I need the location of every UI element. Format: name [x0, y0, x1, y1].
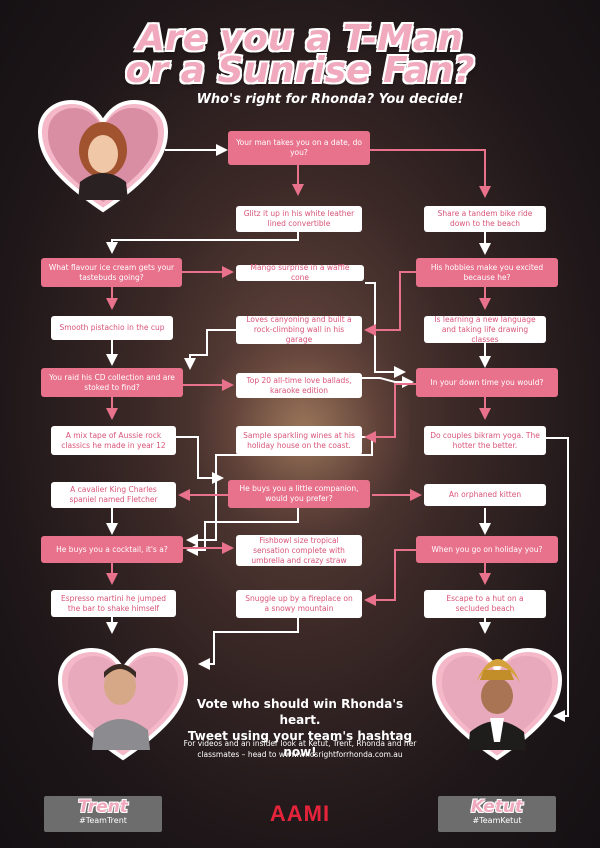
arrow-snuggle-trent: [198, 618, 299, 670]
aami-logo: AAMI: [269, 801, 331, 826]
arrow-start-tandem: [370, 149, 491, 198]
node-mixtape: A mix tape of Aussie rock classics he ma…: [51, 426, 176, 455]
node-cavalier: A cavalier King Charles spaniel named Fl…: [51, 482, 176, 508]
node-fishbowl: Fishbowl size tropical sensation complet…: [236, 535, 362, 566]
rhonda-heart: [37, 99, 169, 213]
arrow-companion-cocktail: [186, 508, 299, 556]
trent-hashtag: #TeamTrent: [79, 816, 127, 825]
node-tandem: Share a tandem bike ride down to the bea…: [424, 206, 546, 232]
vote-subtext: For videos and an insider look at Ketut,…: [183, 739, 417, 759]
node-companion: He buys you a little companion, would yo…: [228, 480, 370, 508]
node-kitten: An orphaned kitten: [424, 484, 546, 506]
arrow-top20-downtime: [362, 376, 414, 388]
ketut-namebox: Ketut #TeamKetut: [438, 796, 556, 832]
ketut-heart: [431, 647, 563, 761]
arrow-mixtape-companion: [176, 436, 224, 484]
arrow-glitz-icecream: [106, 230, 299, 254]
node-holiday: When you go on holiday you?: [416, 536, 558, 563]
node-hut: Escape to a hut on a secluded beach: [424, 590, 546, 618]
node-hobbies: His hobbies make you excited because he?: [416, 258, 558, 287]
node-yoga: Do couples bikram yoga. The hotter the b…: [424, 426, 546, 455]
node-cd: You raid his CD collection and are stoke…: [41, 368, 183, 397]
node-start: Your man takes you on a date, do you?: [228, 131, 370, 165]
node-pistachio: Smooth pistachio in the cup: [51, 316, 173, 340]
node-canyoning: Loves canyoning and built a rock-climbin…: [236, 315, 362, 344]
arrow-canyoning-cd: [184, 329, 236, 370]
node-glitz: Glitz it up in his white leather lined c…: [236, 206, 362, 232]
arrow-holiday-snuggle: [364, 549, 416, 606]
title-line-2: or a Sunrise Fan?: [125, 50, 475, 91]
title-line-1: Are you a T-Man: [137, 18, 463, 59]
arrow-downtime-wines: [364, 383, 416, 443]
node-downtime: In your down time you would?: [416, 368, 558, 397]
ketut-name: Ketut: [470, 797, 524, 817]
subtitle: Who's right for Rhonda? You decide!: [196, 92, 464, 107]
vote-line-2: Tweet using your team's hashtag now!: [187, 729, 413, 759]
trent-namebox: Trent #TeamTrent: [44, 796, 162, 832]
arrow-yoga-ketut: [545, 437, 569, 722]
node-language: Is learning a new language and taking li…: [424, 315, 546, 344]
node-mango: Mango surprise in a waffle cone: [236, 263, 364, 282]
node-espresso: Espresso martini he jumped the bar to sh…: [51, 590, 176, 617]
arrow-mango-downtime: [365, 282, 406, 378]
arrow-hobbies-canyoning: [364, 271, 416, 336]
node-cocktail: He buys you a cocktail, it's a?: [41, 536, 183, 563]
vote-line-1: Vote who should win Rhonda's heart.: [196, 697, 404, 727]
vote-heading: Vote who should win Rhonda's heart. Twee…: [178, 696, 422, 760]
trent-heart: [57, 647, 189, 761]
trent-name: Trent: [78, 797, 128, 817]
node-snuggle: Snuggle up by a fireplace on a snowy mou…: [236, 590, 362, 618]
node-wines: Sample sparkling wines at his holiday ho…: [236, 426, 362, 455]
node-top20: Top 20 all-time love ballads, karaoke ed…: [236, 373, 362, 398]
node-icecream: What flavour ice cream gets your tastebu…: [41, 258, 182, 287]
ketut-hashtag: #TeamKetut: [472, 816, 522, 825]
